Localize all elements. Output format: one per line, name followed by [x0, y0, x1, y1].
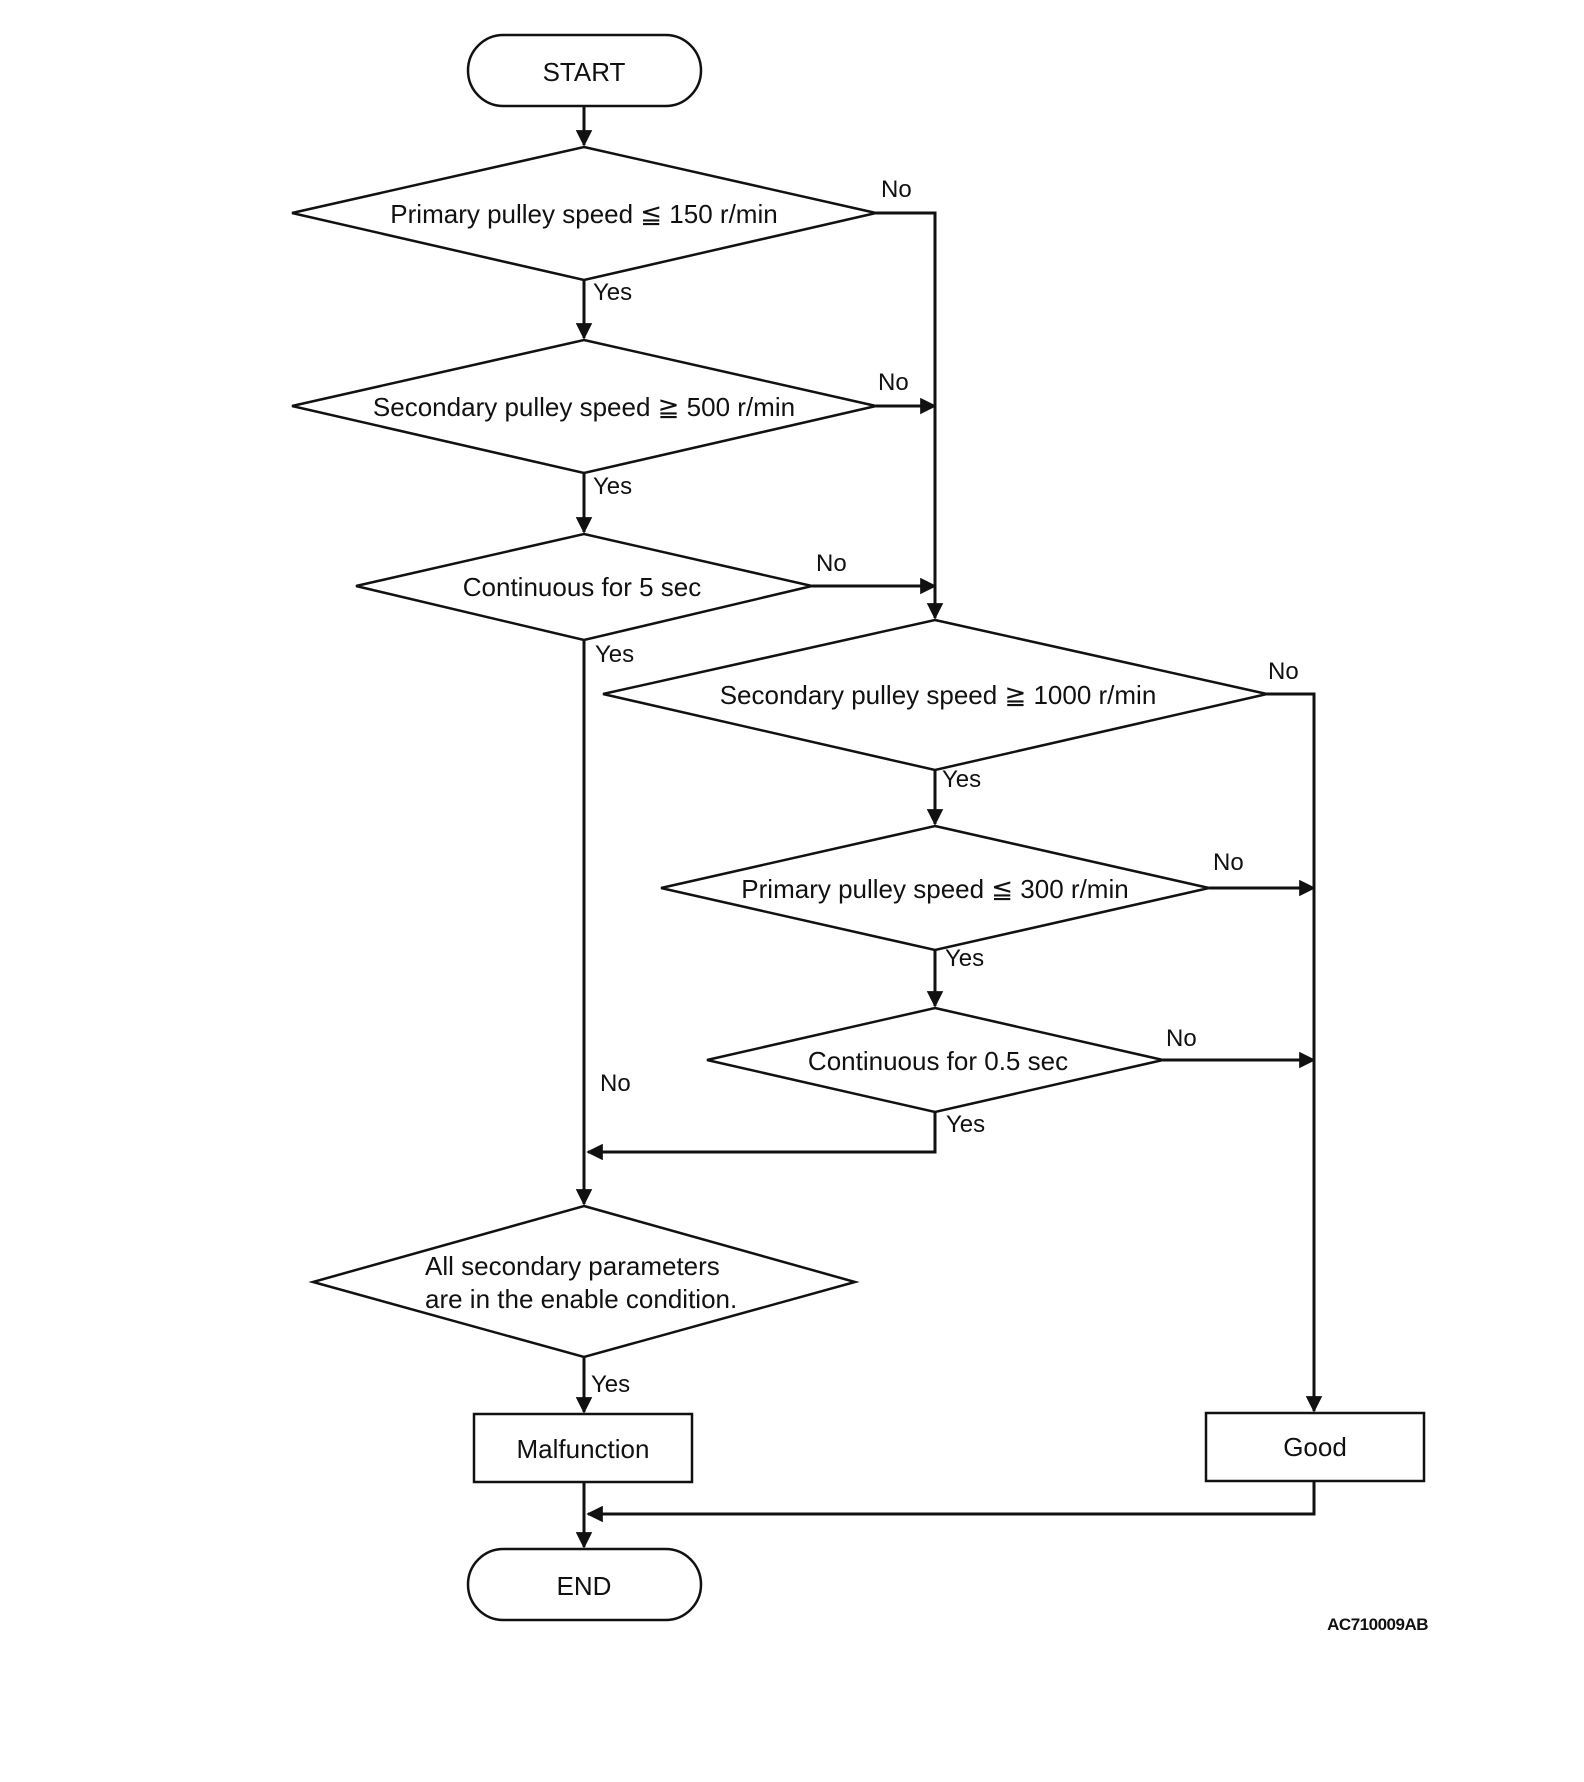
decision-secondary-1000-label: Secondary pulley speed ≧ 1000 r/min — [720, 680, 1157, 710]
label-d6-yes: Yes — [946, 1111, 985, 1138]
edge-good-end — [586, 1480, 1316, 1523]
decision-primary-150: Primary pulley speed ≦ 150 r/min — [291, 145, 877, 282]
good-label: Good — [1283, 1432, 1347, 1462]
decision-primary-300: Primary pulley speed ≦ 300 r/min — [660, 824, 1210, 952]
good-box: Good — [1204, 1411, 1426, 1483]
end-label: END — [557, 1571, 612, 1601]
edge-d4-no — [1267, 692, 1323, 1413]
start-terminal: START — [466, 33, 703, 108]
decision-secondary-500: Secondary pulley speed ≧ 500 r/min — [291, 338, 877, 475]
decision-continuous-5: Continuous for 5 sec — [355, 532, 813, 642]
connectors — [575, 107, 1323, 1549]
label-d5-no: No — [1213, 849, 1244, 876]
label-d6-no: No — [1166, 1025, 1197, 1052]
edge-labels: No Yes No Yes No Yes No Yes No Yes No No… — [591, 176, 1299, 1398]
label-d2-no: No — [878, 369, 909, 396]
label-d4-yes: Yes — [942, 766, 981, 793]
malfunction-box: Malfunction — [472, 1412, 694, 1484]
figure-code: AC710009AB — [1327, 1615, 1428, 1634]
label-d1-yes: Yes — [593, 279, 632, 306]
label-d3-path-no: No — [600, 1070, 631, 1097]
label-d2-yes: Yes — [593, 473, 632, 500]
decision-secondary-500-label: Secondary pulley speed ≧ 500 r/min — [373, 392, 795, 422]
end-terminal: END — [466, 1547, 703, 1622]
decision-continuous-5-label: Continuous for 5 sec — [463, 572, 701, 602]
decision-secondary-parameters-line2: are in the enable condition. — [425, 1284, 737, 1314]
label-d4-no: No — [1268, 658, 1299, 685]
label-d3-yes: Yes — [595, 641, 634, 668]
label-d7-yes: Yes — [591, 1371, 630, 1398]
decision-secondary-parameters: All secondary parameters are in the enab… — [308, 1204, 860, 1359]
edge-d1-no — [876, 211, 944, 620]
label-d1-no: No — [881, 176, 912, 203]
decision-secondary-1000: Secondary pulley speed ≧ 1000 r/min — [602, 618, 1268, 772]
malfunction-label: Malfunction — [517, 1434, 650, 1464]
decision-primary-150-label: Primary pulley speed ≦ 150 r/min — [390, 199, 777, 229]
start-label: START — [543, 57, 626, 87]
decision-secondary-parameters-line1: All secondary parameters — [425, 1251, 720, 1281]
label-d3-no: No — [816, 550, 847, 577]
edge-d6-yes — [586, 1112, 937, 1161]
decision-continuous-0-5-label: Continuous for 0.5 sec — [808, 1046, 1068, 1076]
decision-primary-300-label: Primary pulley speed ≦ 300 r/min — [741, 874, 1128, 904]
decision-continuous-0-5: Continuous for 0.5 sec — [706, 1006, 1164, 1114]
label-d5-yes: Yes — [945, 945, 984, 972]
